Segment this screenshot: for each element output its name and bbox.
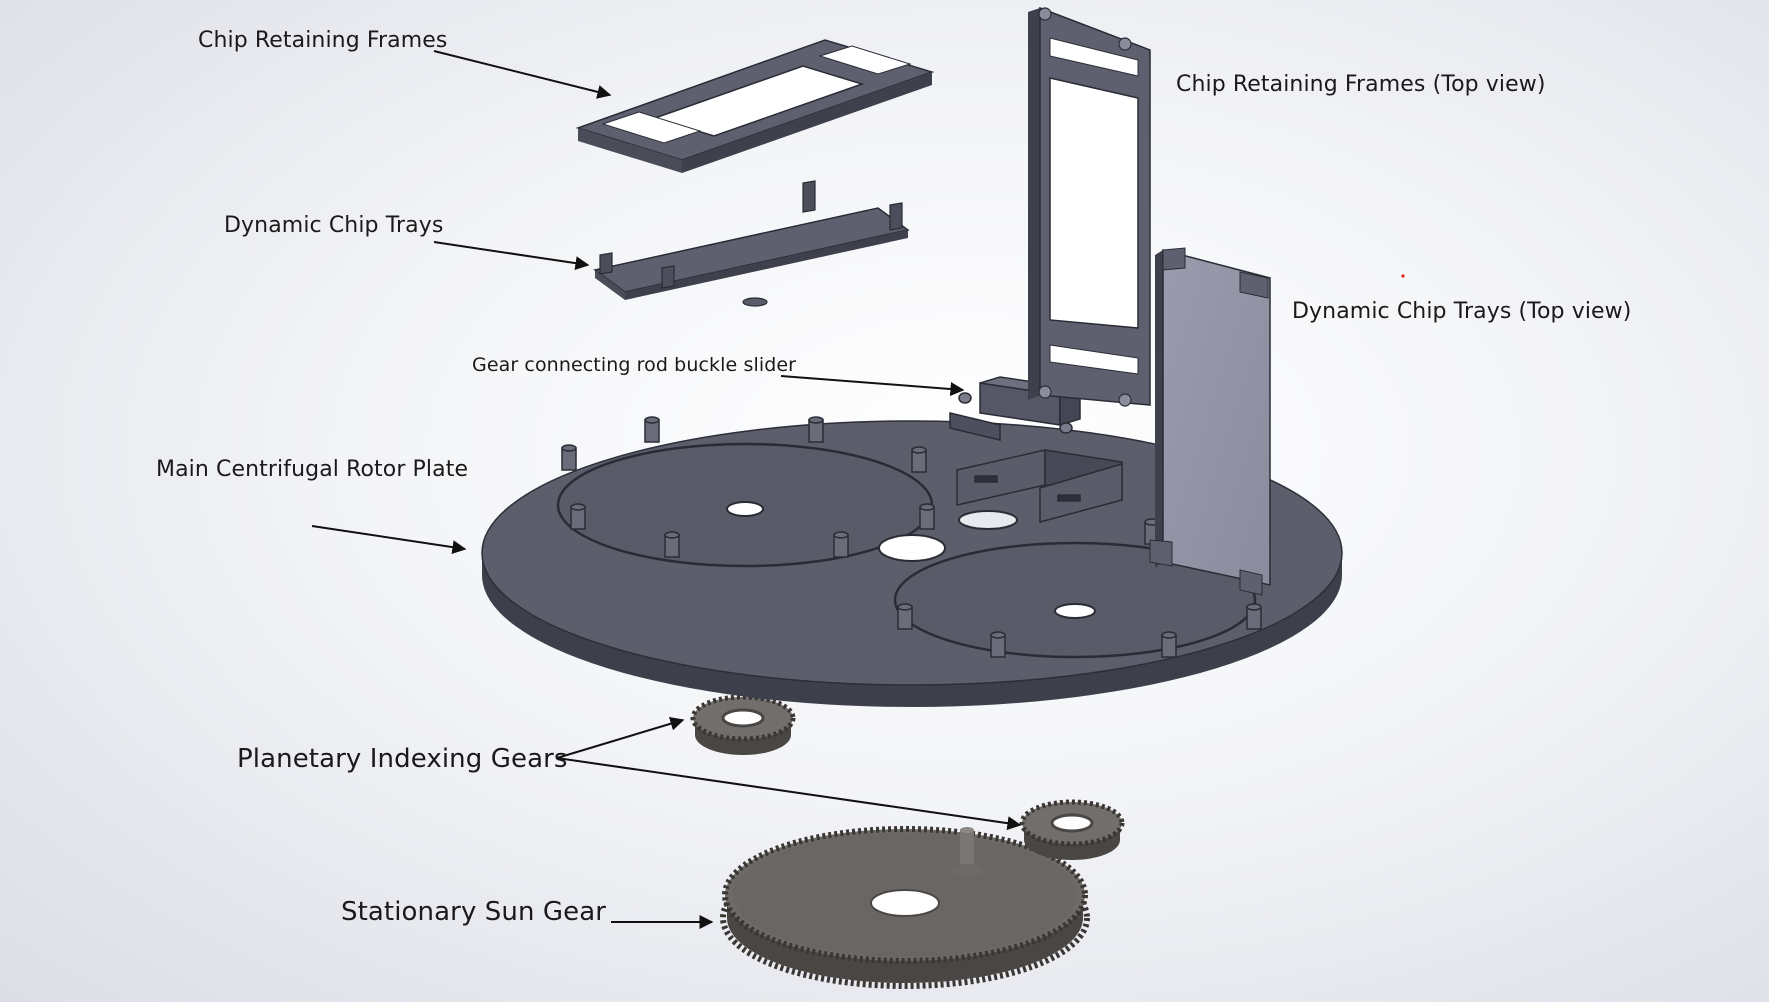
label-dynamic-chip-trays: Dynamic Chip Trays xyxy=(224,213,444,238)
main-rotor-plate xyxy=(481,416,1343,707)
leader-arrows xyxy=(311,50,1022,929)
marker-dot xyxy=(1401,274,1405,278)
sun-gear xyxy=(720,826,1090,989)
arrow-planetary-2 xyxy=(556,757,1022,831)
dynamic-chip-tray xyxy=(593,180,910,307)
arrow-chip-frames xyxy=(433,50,612,99)
chip-retaining-frame-top-view xyxy=(1028,6,1151,407)
label-main-rotor-plate: Main Centrifugal Rotor Plate xyxy=(156,457,469,482)
dynamic-chip-tray-top-view xyxy=(1149,247,1271,596)
arrow-planetary-1 xyxy=(556,716,685,759)
arrow-chip-trays xyxy=(433,241,590,271)
label-sun-gear: Stationary Sun Gear xyxy=(341,897,607,927)
arrow-slider xyxy=(780,375,965,397)
label-gear-rod-slider: Gear connecting rod buckle slider xyxy=(472,354,797,376)
label-planetary-gears: Planetary Indexing Gears xyxy=(237,744,568,774)
arrow-rotor-plate xyxy=(311,525,467,555)
label-chip-retaining-frames-top: Chip Retaining Frames (Top view) xyxy=(1176,72,1546,97)
planetary-gear-2 xyxy=(1019,799,1125,860)
label-dynamic-chip-trays-top: Dynamic Chip Trays (Top view) xyxy=(1292,299,1632,324)
chip-retaining-frame xyxy=(575,39,935,173)
label-chip-retaining-frames: Chip Retaining Frames xyxy=(198,28,448,53)
planetary-gear-1 xyxy=(690,694,796,755)
